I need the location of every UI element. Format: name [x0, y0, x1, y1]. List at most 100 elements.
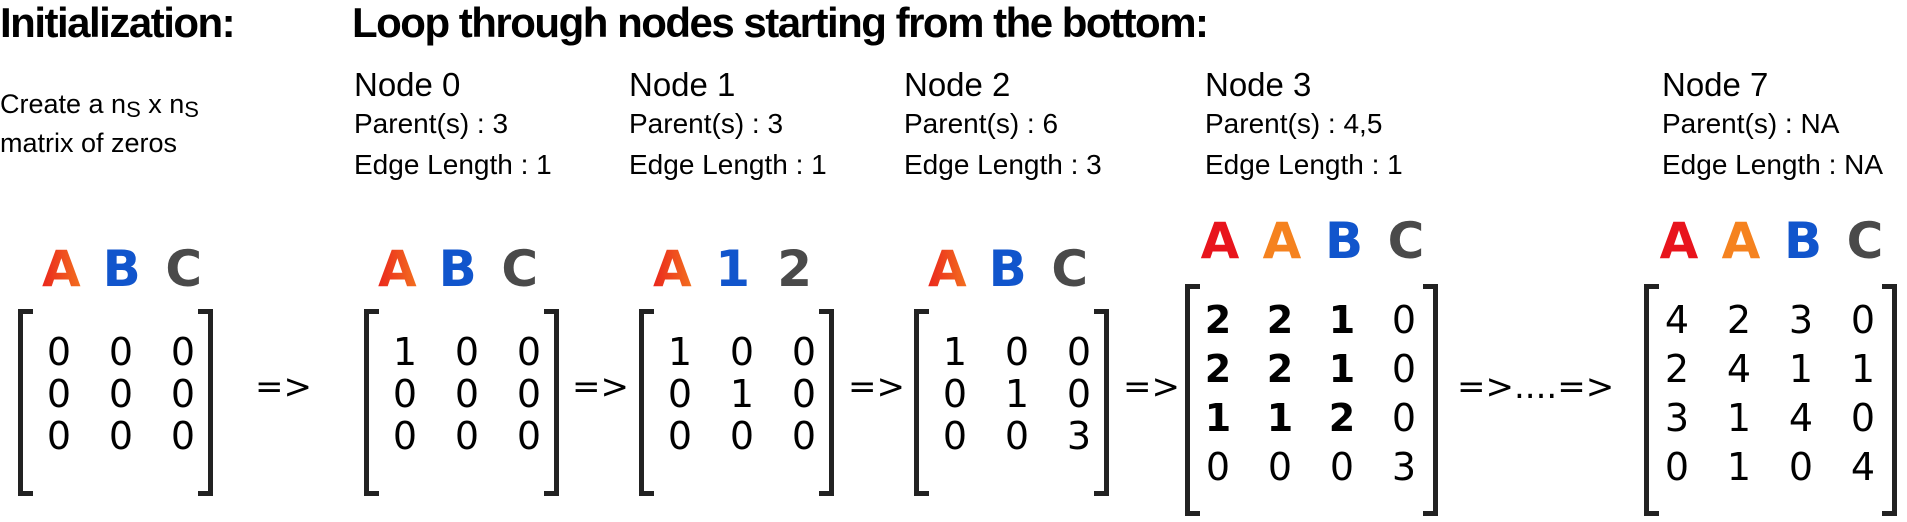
column-label: C [1051, 240, 1089, 298]
node-title: Node 3 [1205, 66, 1312, 103]
matrix-cell: 0 [942, 414, 968, 458]
column-label: C [501, 240, 539, 298]
column-label: A [368, 244, 427, 294]
matrix-bracket-left [914, 309, 929, 496]
matrix-cell: 4 [1726, 347, 1752, 391]
matrix-cell: 3 [1066, 414, 1092, 458]
matrix-bracket-right [544, 309, 559, 496]
matrix-cell: 2 [1204, 347, 1232, 391]
node-edge-length: Edge Length : 3 [904, 149, 1102, 180]
matrix-cell: 0 [1004, 330, 1030, 374]
matrix-cell: 0 [667, 372, 693, 416]
matrix-bracket-right [198, 309, 213, 496]
node-parents: Parent(s) : 4,5 [1205, 108, 1383, 139]
column-label: C [1846, 212, 1884, 270]
column-label: B [438, 240, 477, 298]
matrix-cell: 1 [1328, 298, 1356, 342]
node-info-2: Node 2 Parent(s) : 6 Edge Length : 3 [904, 68, 1102, 179]
node-edge-length: Edge Length : 1 [629, 149, 827, 180]
matrix-cell: 4 [1850, 445, 1876, 489]
matrix-cell: 0 [1788, 445, 1814, 489]
matrix-cell: 2 [1726, 298, 1752, 342]
matrix-cell: 1 [1004, 372, 1030, 416]
matrix-cell: 3 [1788, 298, 1814, 342]
node-info-3: Node 3 Parent(s) : 4,5 Edge Length : 1 [1205, 68, 1403, 179]
matrix-cell: 1 [1726, 396, 1752, 440]
matrix-cell: 0 [1205, 445, 1231, 489]
loop-heading: Loop through nodes starting from the bot… [352, 0, 1209, 46]
matrix-cell: 0 [454, 414, 480, 458]
column-label: A [1721, 212, 1761, 270]
matrix-bracket-left [1185, 284, 1200, 516]
matrix-cell: 0 [729, 414, 755, 458]
arrow-0: => [255, 367, 312, 407]
matrix-cell: 0 [667, 414, 693, 458]
column-label: C [165, 240, 203, 298]
column-label: A [918, 244, 977, 294]
matrix-cell: 0 [791, 372, 817, 416]
matrix-cell: 0 [170, 414, 196, 458]
matrix-cell: 0 [1850, 298, 1876, 342]
matrix-cell: 0 [108, 414, 134, 458]
matrix-cell: 0 [170, 330, 196, 374]
matrix-cell: 0 [942, 372, 968, 416]
matrix-cell: 0 [454, 372, 480, 416]
column-label: B [102, 240, 141, 298]
initialization-heading: Initialization: [0, 0, 236, 46]
matrix-bracket-left [364, 309, 379, 496]
matrix-cell: 0 [1066, 330, 1092, 374]
init-description-line2: matrix of zeros [0, 127, 178, 158]
column-label: 1 [715, 240, 751, 298]
matrix-cell: 3 [1664, 396, 1690, 440]
arrow-1: => [572, 367, 629, 407]
arrow-4: =>....=> [1457, 367, 1615, 407]
matrix-cell: 1 [1328, 347, 1356, 391]
matrix-bracket-right [1094, 309, 1109, 496]
matrix-cell: 2 [1204, 298, 1232, 342]
matrix-bracket-left [639, 309, 654, 496]
matrix-cell: 0 [516, 414, 542, 458]
node-info-7: Node 7 Parent(s) : NA Edge Length : NA [1662, 68, 1883, 179]
matrix-cell: 0 [392, 372, 418, 416]
matrix-cell: 1 [1788, 347, 1814, 391]
node-edge-length: Edge Length : 1 [354, 149, 552, 180]
matrix-cell: 1 [1850, 347, 1876, 391]
column-label: A [1659, 212, 1699, 270]
matrix-cell: 0 [791, 330, 817, 374]
matrix-cell: 1 [942, 330, 968, 374]
matrix-cell: 0 [516, 372, 542, 416]
node-info-0: Node 0 Parent(s) : 3 Edge Length : 1 [354, 68, 552, 179]
column-label: 2 [777, 240, 813, 298]
node-parents: Parent(s) : 3 [354, 108, 509, 139]
matrix-cell: 0 [170, 372, 196, 416]
matrix-cell: 3 [1391, 445, 1417, 489]
matrix-cell: 0 [1066, 372, 1092, 416]
matrix-cell: 2 [1664, 347, 1690, 391]
column-label: A [1200, 212, 1240, 270]
matrix-cell: 0 [454, 330, 480, 374]
node-info-1: Node 1 Parent(s) : 3 Edge Length : 1 [629, 68, 827, 179]
matrix-cell: 0 [729, 330, 755, 374]
matrix-cell: 0 [108, 372, 134, 416]
arrow-3: => [1123, 367, 1180, 407]
column-label: A [32, 244, 91, 294]
matrix-cell: 0 [1391, 396, 1417, 440]
matrix-cell: 4 [1788, 396, 1814, 440]
matrix-bracket-left [18, 309, 33, 496]
matrix-cell: 1 [392, 330, 418, 374]
node-title: Node 0 [354, 66, 461, 103]
